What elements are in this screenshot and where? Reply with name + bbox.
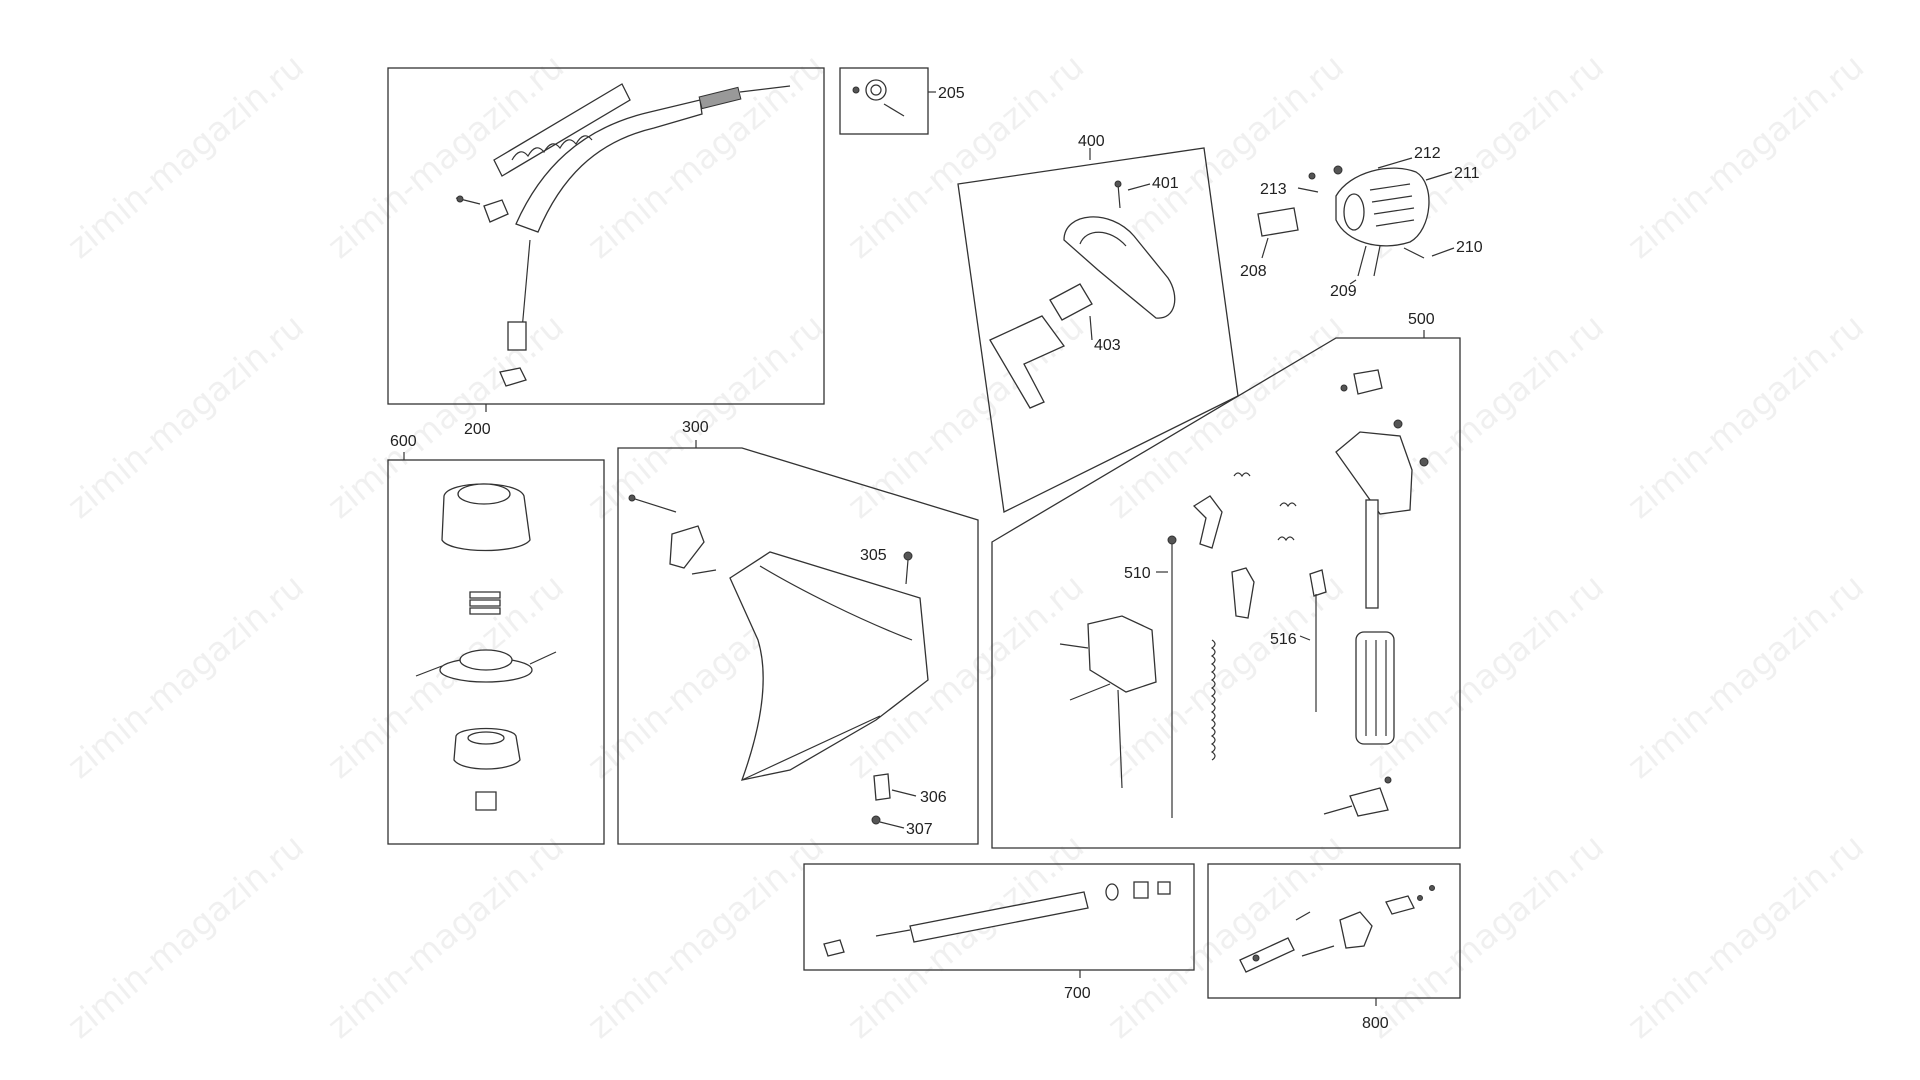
part-212-label: 212 — [1414, 145, 1441, 162]
part-403-label: 403 — [1094, 337, 1121, 354]
group-300-frame — [617, 447, 979, 845]
part-306-label: 306 — [920, 789, 947, 806]
bent-shaft-tube — [515, 99, 703, 233]
watermark-text: zimin-magazin.ru — [1100, 306, 1352, 526]
group-500-frame — [991, 337, 1461, 849]
watermark-text: zimin-magazin.ru — [60, 566, 312, 786]
watermark-text: zimin-magazin.ru — [320, 826, 572, 1046]
group-205-frame — [839, 67, 929, 135]
watermark-text: zimin-magazin.ru — [1620, 306, 1872, 526]
group-700-frame — [803, 863, 1195, 971]
handle-lower-clamp — [1349, 787, 1389, 817]
stop-switch — [1309, 569, 1327, 597]
handle-top-clamp — [1353, 369, 1383, 395]
throttle-housing — [1335, 431, 1413, 515]
mount-bracket — [1339, 911, 1373, 949]
group-600-label: 600 — [390, 433, 417, 450]
group-600: 600 — [387, 433, 605, 845]
trimmer-spring — [469, 591, 501, 615]
group-400-label: 400 — [1078, 133, 1105, 150]
shaft-clamp-bracket — [483, 199, 509, 223]
part-213-label: 213 — [1260, 181, 1287, 198]
part-208-label: 208 — [1240, 263, 1267, 280]
watermark-text: zimin-magazin.ru — [1620, 46, 1872, 266]
group-500-label: 500 — [1408, 311, 1435, 328]
watermark-text: zimin-magazin.ru — [1620, 566, 1872, 786]
part-510-label: 510 — [1124, 565, 1151, 582]
group-800-label: 800 — [1362, 1015, 1389, 1032]
grass-guard — [729, 551, 929, 781]
watermark-text: zimin-magazin.ru — [1100, 826, 1352, 1046]
part-307-label: 307 — [906, 821, 933, 838]
rear-grip — [1355, 631, 1395, 745]
watermark-text: zimin-magazin.ru — [1100, 46, 1352, 266]
drive-bushing — [507, 321, 527, 351]
watermark-text: zimin-magazin.ru — [840, 826, 1092, 1046]
watermark-text: zimin-magazin.ru — [1360, 566, 1612, 786]
handle-rod — [1365, 499, 1379, 609]
part-210-label: 210 — [1456, 239, 1483, 256]
handle-sleeve — [1049, 283, 1093, 321]
group-200-frame — [387, 67, 825, 405]
handle-side-plate — [1087, 615, 1157, 693]
group-gear-head: 208 209 210 211 212 213 — [1240, 145, 1483, 300]
watermark-layer: zimin-magazin.ru zimin-magazin.ru zimin-… — [60, 46, 1872, 1046]
mount-plate — [1239, 937, 1295, 973]
part-209-label: 209 — [1330, 283, 1357, 300]
group-800-frame — [1207, 863, 1461, 999]
drive-shaft-tube — [909, 891, 1089, 943]
lockout-lever — [1231, 567, 1255, 619]
group-600-frame — [387, 459, 605, 845]
group-700: 700 — [803, 863, 1195, 1002]
trimmer-nut — [475, 791, 497, 811]
guard-bracket — [669, 525, 705, 569]
drive-cable-inset — [493, 83, 631, 177]
watermark-text: zimin-magazin.ru — [1620, 826, 1872, 1046]
return-spring — [1210, 639, 1216, 761]
group-200-label: 200 — [464, 421, 491, 438]
group-200: 200 — [387, 67, 825, 438]
loop-handle — [1063, 216, 1176, 319]
group-205: 205 — [839, 67, 965, 135]
watermark-text: zimin-magazin.ru — [1360, 826, 1612, 1046]
group-400: 400 401 403 — [957, 133, 1239, 513]
watermark-text: zimin-magazin.ru — [580, 46, 832, 266]
shaft-end-sleeve — [698, 86, 742, 110]
group-500: 500 516 510 — [991, 311, 1461, 849]
throttle-trigger — [1192, 495, 1223, 549]
group-800: 800 — [1207, 863, 1461, 1032]
group-205-label: 205 — [938, 85, 965, 102]
part-208-block — [1257, 207, 1299, 237]
group-300: 300 305 306 307 — [617, 419, 979, 845]
line-cutter-blade — [873, 773, 891, 801]
watermark-text: zimin-magazin.ru — [60, 306, 312, 526]
drive-nut — [499, 367, 527, 387]
watermark-text: zimin-magazin.ru — [580, 826, 832, 1046]
watermark-text: zimin-magazin.ru — [60, 826, 312, 1046]
part-211-label: 211 — [1454, 165, 1480, 182]
shaft-end-plug — [823, 939, 845, 957]
group-700-label: 700 — [1064, 985, 1091, 1002]
part-516-label: 516 — [1270, 631, 1297, 648]
group-300-label: 300 — [682, 419, 709, 436]
clamp-ring — [865, 79, 887, 101]
watermark-text: zimin-magazin.ru — [60, 46, 312, 266]
handle-clamp — [989, 315, 1065, 409]
part-401-label: 401 — [1152, 175, 1179, 192]
part-305-label: 305 — [860, 547, 887, 564]
